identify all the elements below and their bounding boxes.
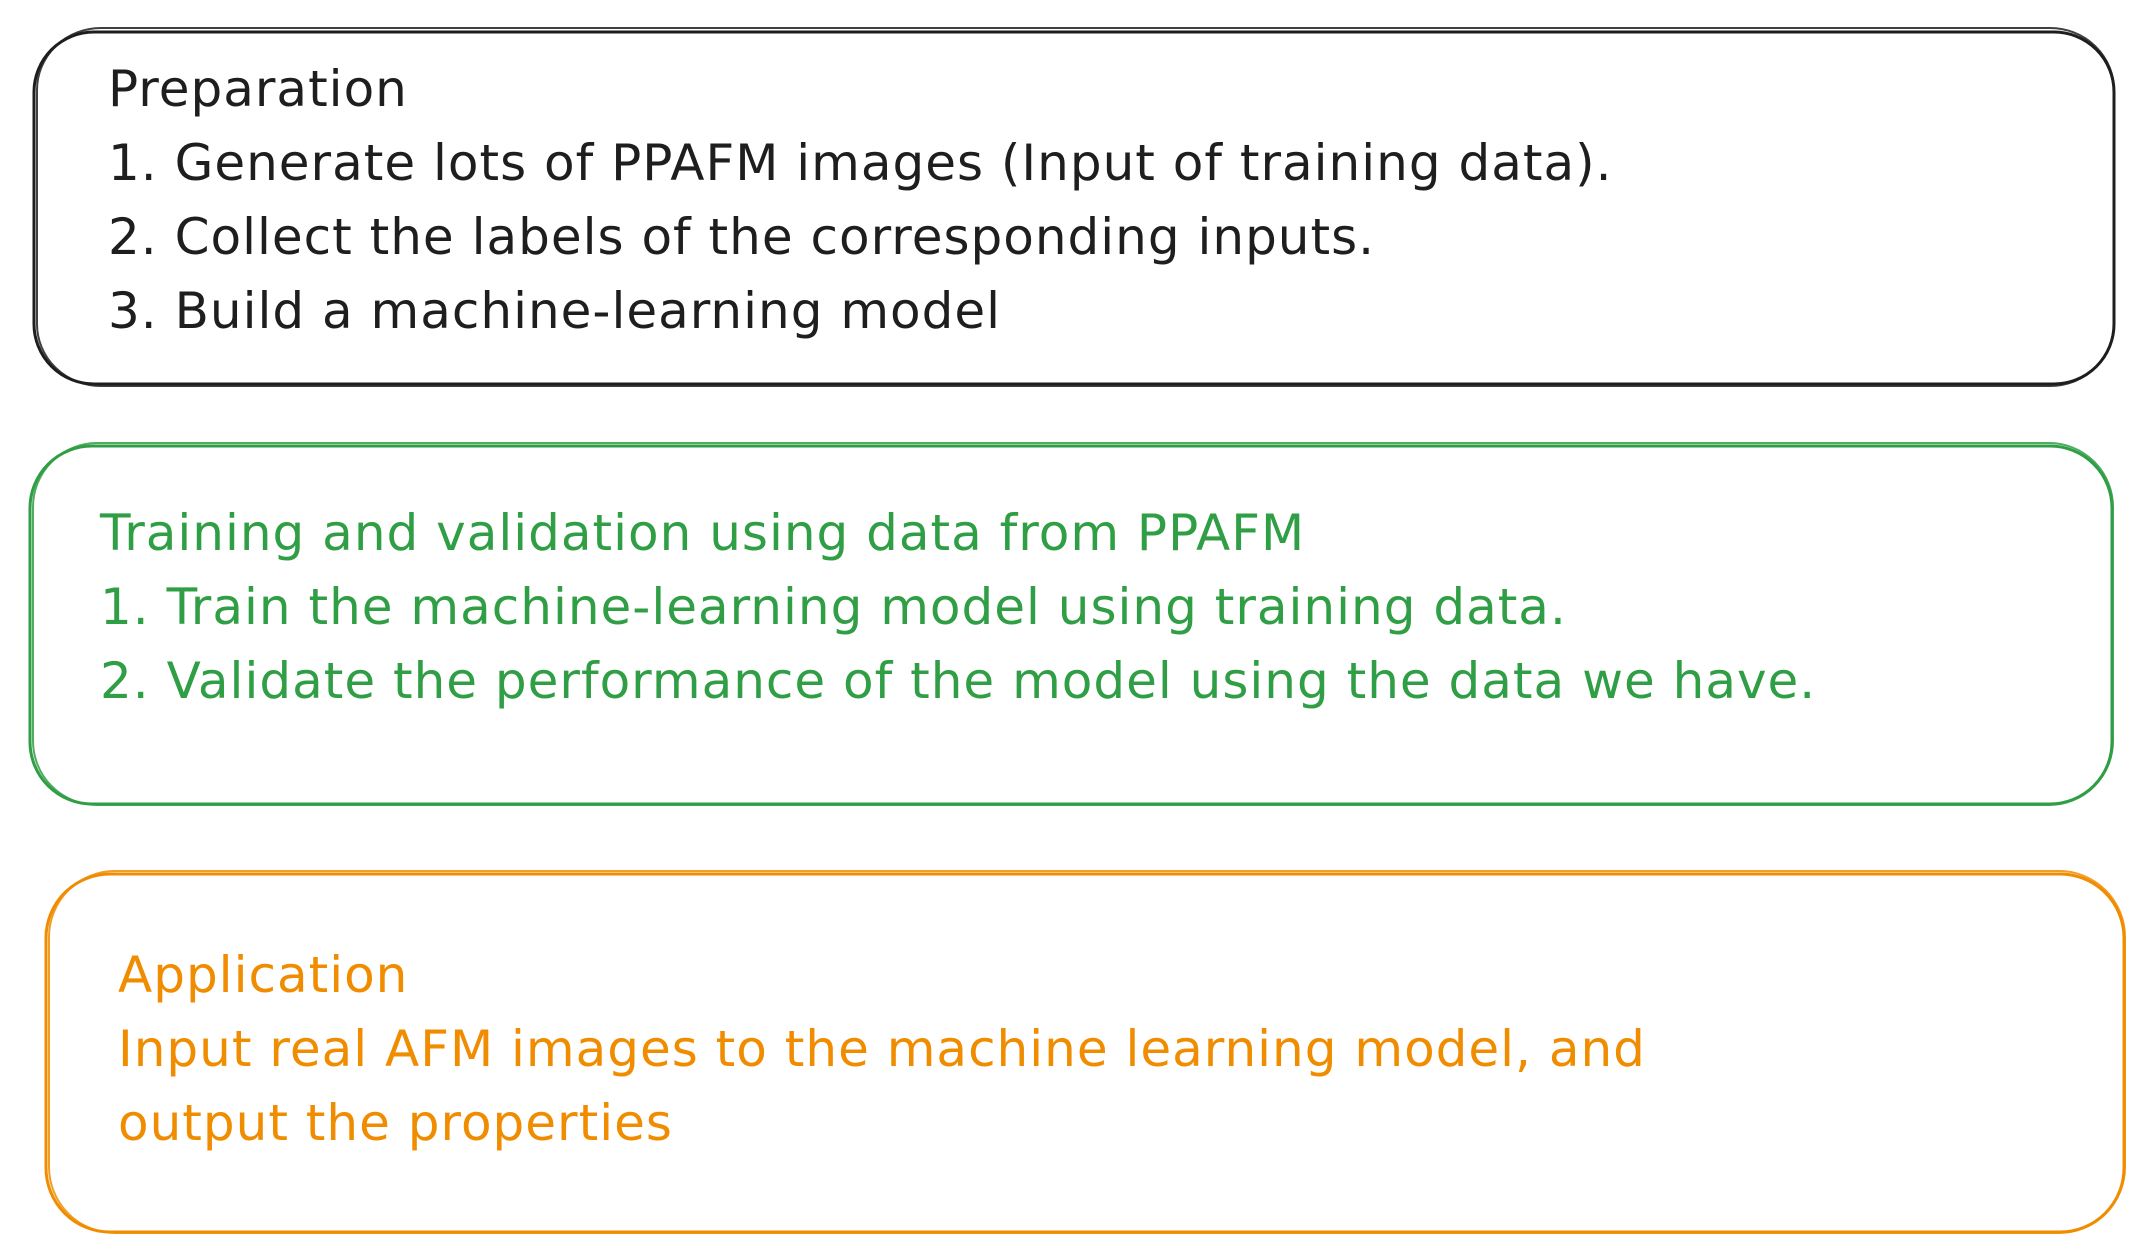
application-box: Application Input real AFM images to the… <box>118 938 1646 1160</box>
training-validation-box: Training and validation using data from … <box>100 496 1816 718</box>
preparation-title: Preparation <box>108 60 408 118</box>
application-title: Application <box>118 946 409 1004</box>
preparation-step-1: 1. Generate lots of PPAFM images (Input … <box>108 134 1613 192</box>
training-step-1: 1. Train the machine-learning model usin… <box>100 578 1567 636</box>
preparation-box: Preparation 1. Generate lots of PPAFM im… <box>108 52 1612 348</box>
preparation-step-3: 3. Build a machine-learning model <box>108 282 1002 340</box>
training-title: Training and validation using data from … <box>100 504 1306 562</box>
training-step-2: 2. Validate the performance of the model… <box>100 652 1817 710</box>
application-line-1: Input real AFM images to the machine lea… <box>118 1020 1646 1078</box>
preparation-step-2: 2. Collect the labels of the correspondi… <box>108 208 1376 266</box>
application-line-2: output the properties <box>118 1094 673 1152</box>
